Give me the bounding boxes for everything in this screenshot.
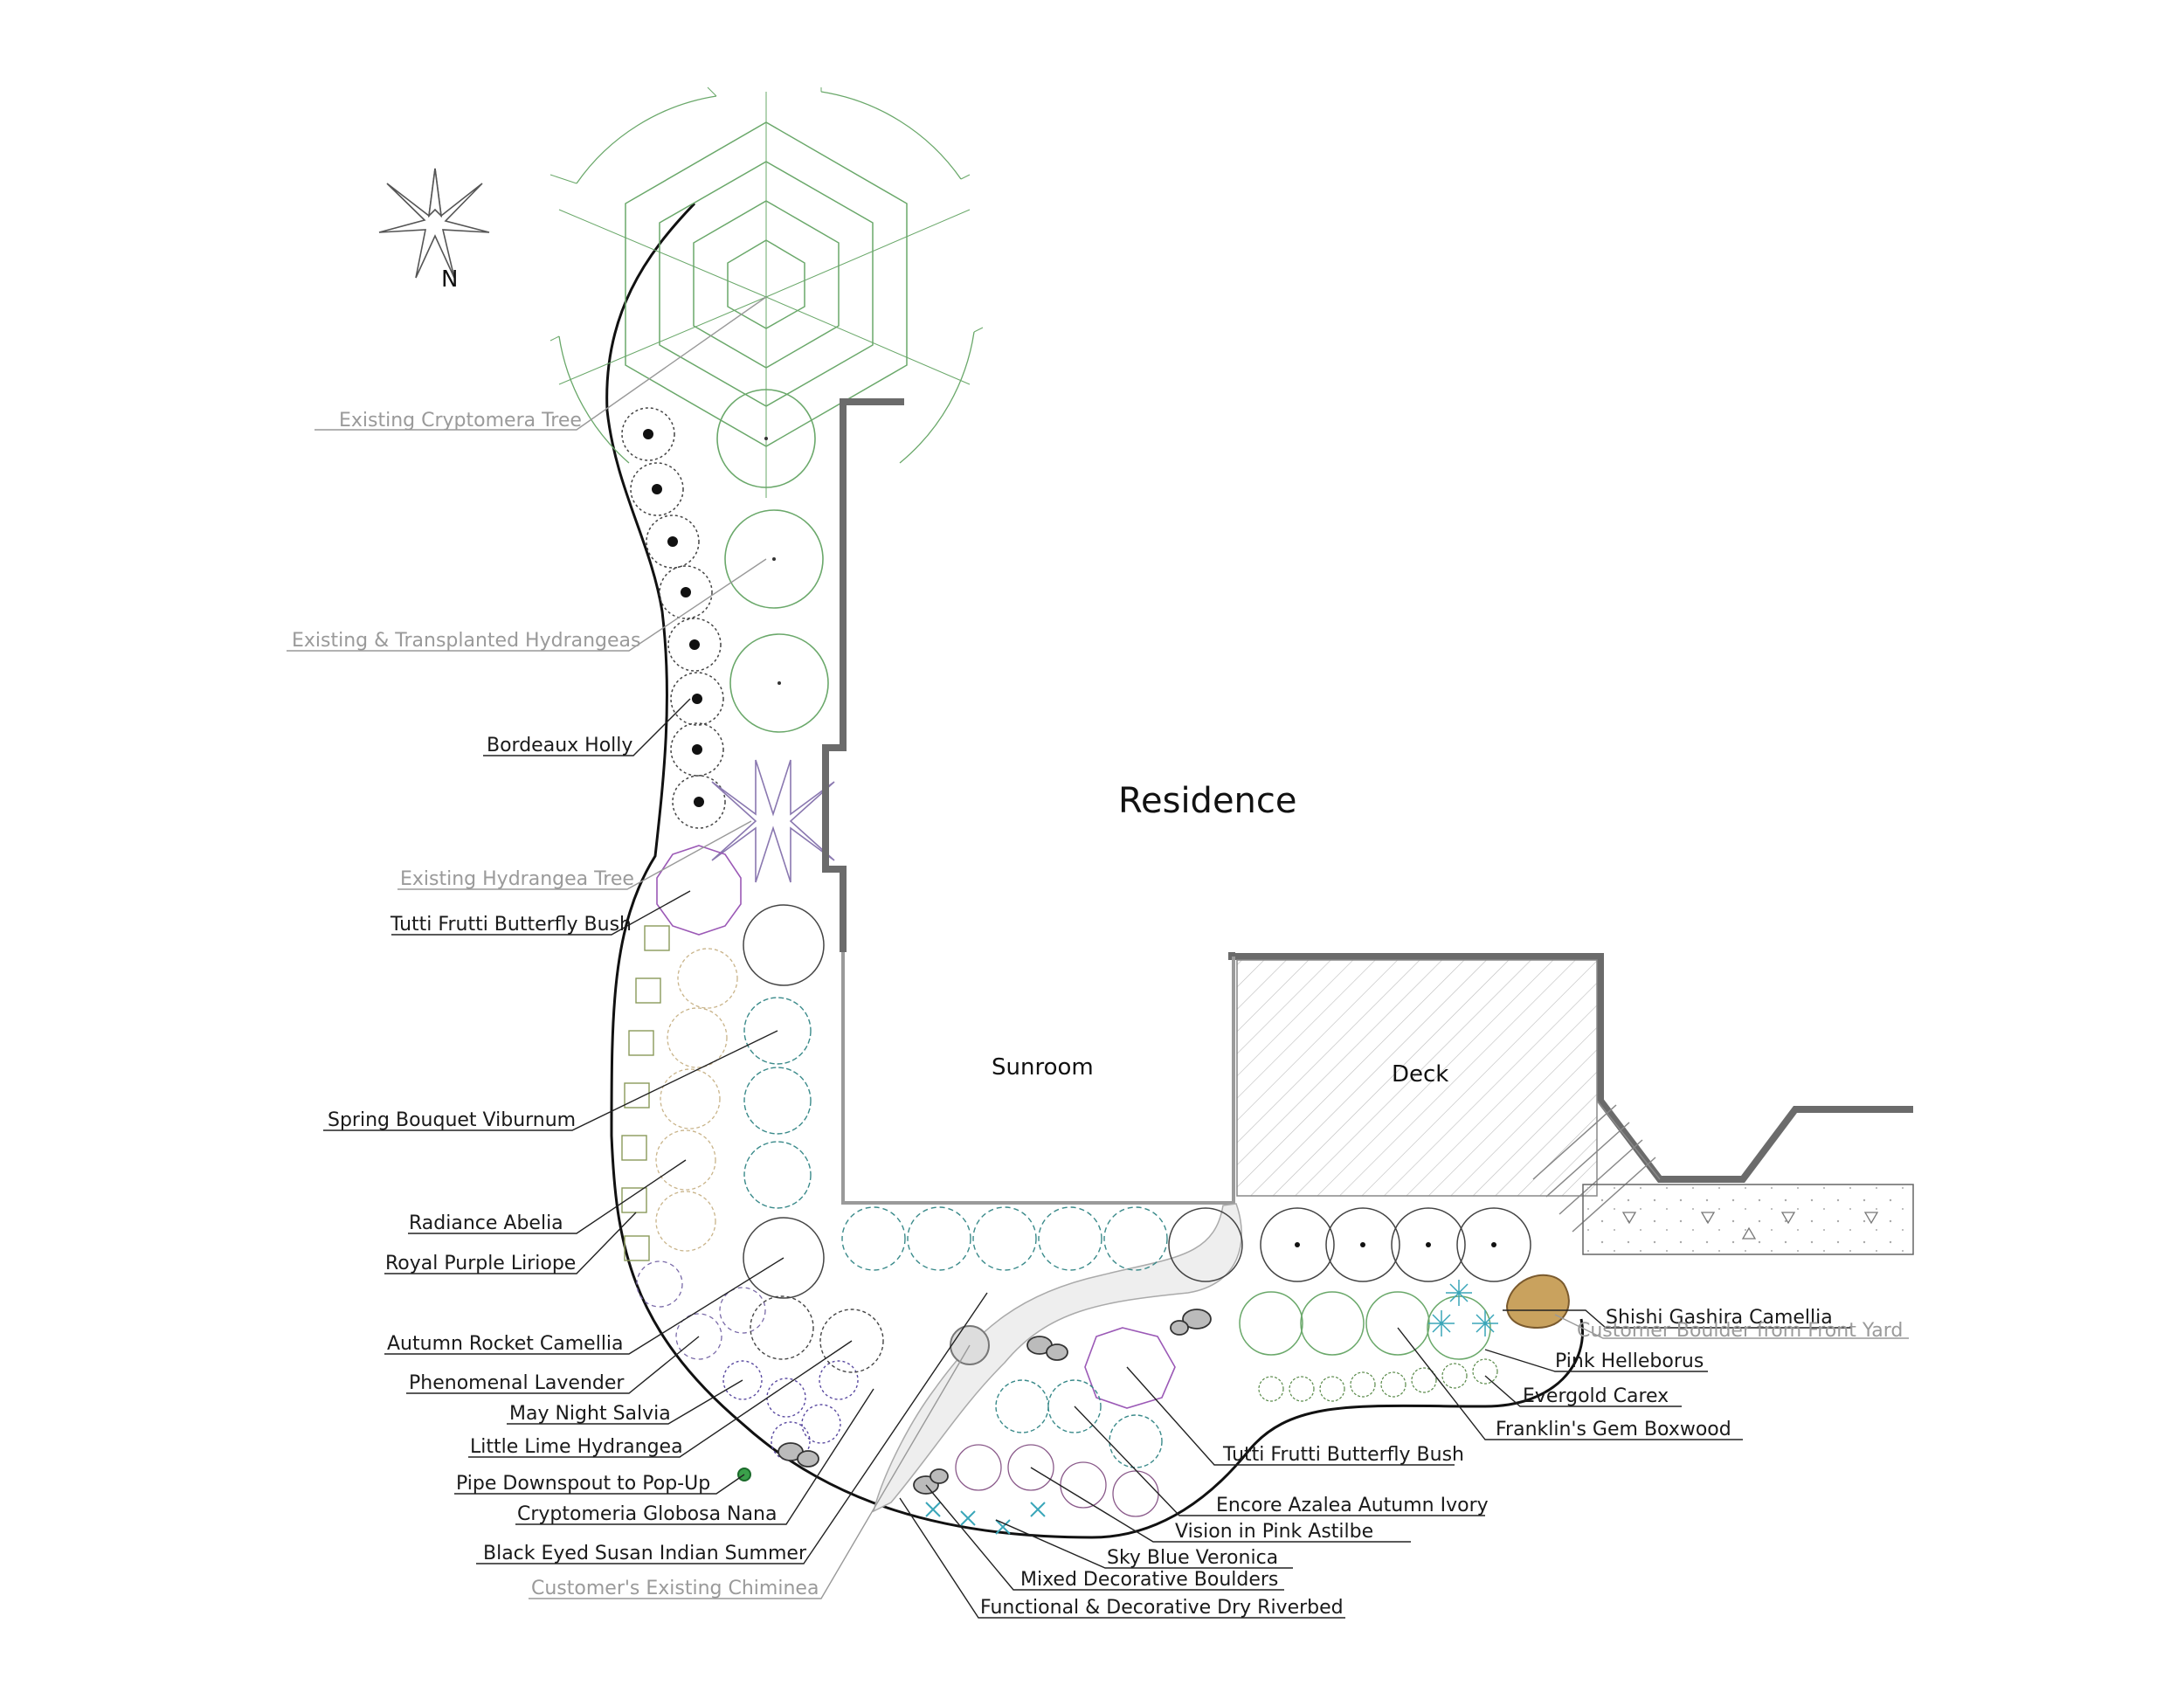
label-phenomenal-lavender: Phenomenal Lavender <box>409 1372 625 1394</box>
label-tutti-frutti-butterfly-bush-right: Tutti Frutti Butterfly Bush <box>1222 1444 1464 1466</box>
label-tutti-frutti-butterfly-bush-left: Tutti Frutti Butterfly Bush <box>390 914 632 936</box>
label-customer-boulder: Customer Boulder from Front Yard <box>1577 1320 1903 1342</box>
sunroom-label: Sunroom <box>992 1054 1094 1081</box>
existing-hydrangea-centers <box>764 437 781 685</box>
label-black-eyed-susan: Black Eyed Susan Indian Summer <box>483 1543 807 1564</box>
pink-helleborus <box>1428 1280 1498 1336</box>
label-dry-riverbed: Functional & Decorative Dry Riverbed <box>980 1597 1344 1619</box>
label-shishi-gashira-camellia: Shishi Gashira Camellia <box>1606 1307 1833 1329</box>
radiance-abelia <box>655 948 738 1252</box>
label-encore-azalea: Encore Azalea Autumn Ivory <box>1216 1495 1489 1516</box>
label-franklins-gem-boxwood: Franklin's Gem Boxwood <box>1496 1419 1731 1440</box>
spring-bouquet-viburnum <box>743 997 812 1209</box>
encore-azalea <box>995 1379 1163 1468</box>
franklins-gem-boxwood-row <box>841 1206 1168 1271</box>
existing-cryptomera-tree <box>549 86 984 498</box>
phenomenal-lavender <box>636 1260 766 1360</box>
dry-riverbed <box>872 1203 1242 1513</box>
camellia-centers <box>1295 1242 1496 1247</box>
label-existing-cryptomera-tree: Existing Cryptomera Tree <box>339 410 582 432</box>
label-royal-purple-liriope: Royal Purple Liriope <box>385 1253 576 1274</box>
label-existing-transplanted-hydrangeas: Existing & Transplanted Hydrangeas <box>292 630 640 652</box>
bordeaux-holly-centers <box>643 429 704 807</box>
label-cryptomeria-globosa-nana: Cryptomeria Globosa Nana <box>517 1503 777 1525</box>
deck-label: Deck <box>1392 1061 1448 1088</box>
residence-label: Residence <box>1118 781 1297 821</box>
label-evergold-carex: Evergold Carex <box>1523 1385 1669 1407</box>
sunroom-outline <box>841 952 1235 1205</box>
evergold-carex <box>1258 1358 1498 1402</box>
existing-hydrangeas <box>716 389 829 733</box>
shrub-circles-right <box>743 904 825 1299</box>
compass-rose-icon <box>378 168 490 279</box>
deck <box>1236 959 1661 1197</box>
label-sky-blue-veronica: Sky Blue Veronica <box>1107 1547 1278 1569</box>
bordeaux-holly-row <box>621 407 726 829</box>
label-vision-in-pink-astilbe: Vision in Pink Astilbe <box>1175 1521 1373 1543</box>
corner-shrub <box>1168 1207 1243 1282</box>
label-autumn-rocket-camellia: Autumn Rocket Camellia <box>387 1333 624 1355</box>
patio <box>1582 1184 1914 1255</box>
residence-walls <box>822 398 1913 1183</box>
patio-triangles <box>1621 1212 1879 1240</box>
vision-in-pink-astilbe <box>955 1444 1159 1517</box>
label-may-night-salvia: May Night Salvia <box>509 1403 671 1425</box>
tutti-frutti-butterfly-bush-right <box>1084 1327 1176 1409</box>
compass-north-label: N <box>441 266 458 293</box>
shishi-gashira-camellia-row <box>1260 1207 1531 1282</box>
label-pink-helleborus: Pink Helleborus <box>1555 1350 1704 1372</box>
label-spring-bouquet-viburnum: Spring Bouquet Viburnum <box>328 1109 576 1131</box>
label-bordeaux-holly: Bordeaux Holly <box>487 735 632 756</box>
sky-blue-veronica <box>925 1502 1046 1535</box>
customer-boulder <box>1505 1274 1570 1330</box>
planting-bed-outline <box>605 202 1584 1539</box>
label-little-lime-hydrangea: Little Lime Hydrangea <box>470 1436 683 1458</box>
existing-hydrangea-tree <box>711 759 835 883</box>
label-pipe-downspout: Pipe Downspout to Pop-Up <box>456 1473 710 1495</box>
tutti-frutti-butterfly-bush-left <box>656 845 742 936</box>
label-radiance-abelia: Radiance Abelia <box>409 1212 563 1234</box>
little-lime-hydrangea <box>750 1295 884 1373</box>
leader-lines <box>287 296 1909 1619</box>
royal-purple-liriope <box>621 925 670 1261</box>
label-mixed-decorative-boulders: Mixed Decorative Boulders <box>1020 1569 1278 1591</box>
label-existing-hydrangea-tree: Existing Hydrangea Tree <box>400 868 634 890</box>
may-night-salvia <box>722 1360 859 1461</box>
label-customers-existing-chiminea: Customer's Existing Chiminea <box>531 1578 819 1599</box>
franklins-gem-boxwood <box>1239 1291 1491 1360</box>
